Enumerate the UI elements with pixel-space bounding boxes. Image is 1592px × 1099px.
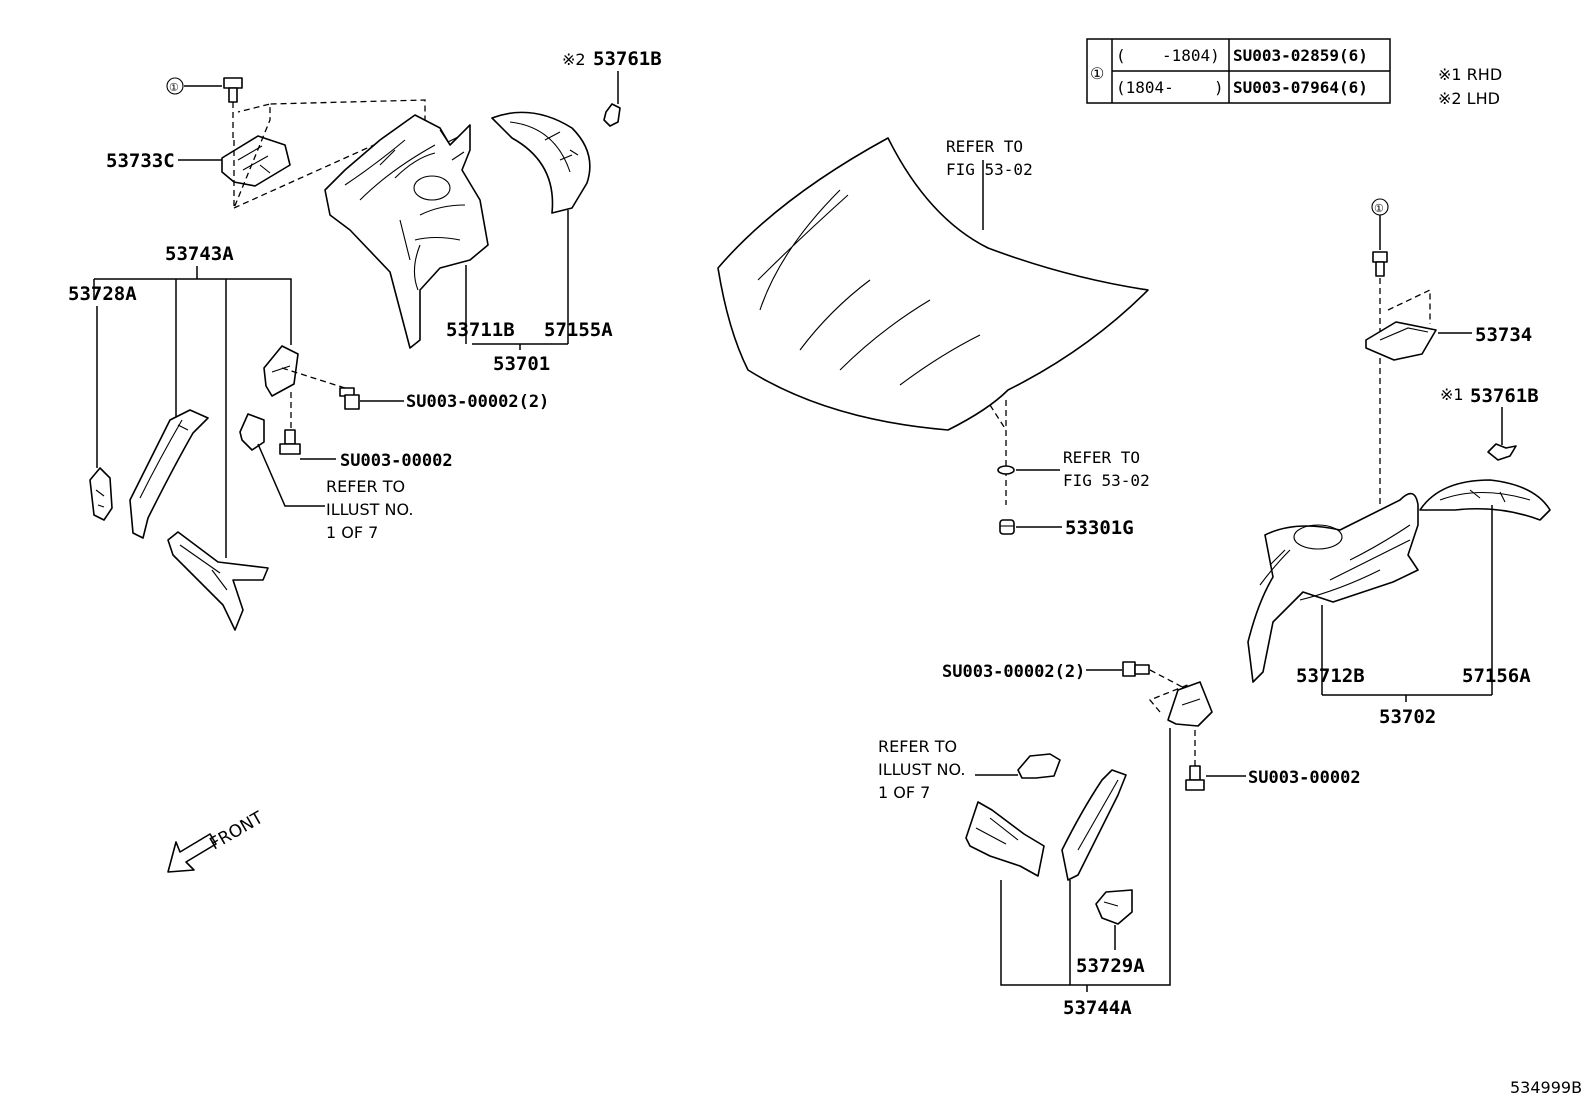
clip-53761b-r: [1487, 443, 1517, 461]
label-53734: 53734: [1475, 324, 1532, 346]
front-arrow-icon: [167, 833, 217, 873]
table-circle: ①: [1090, 64, 1104, 83]
seal-part: [997, 465, 1015, 475]
label-53711b: 53711B: [446, 319, 515, 341]
label-refer-illust-l2: ILLUST NO.: [326, 500, 413, 519]
legend-lhd: ※2 LHD: [1438, 89, 1500, 108]
table-range-2: ): [1214, 78, 1224, 97]
diagram-id: 534999B: [1510, 1078, 1582, 1097]
table-part-2: SU003-07964(6): [1233, 78, 1368, 97]
label-53701: 53701: [493, 353, 550, 375]
bracket-53734: [1365, 288, 1437, 361]
label-53733c: 53733C: [106, 150, 175, 172]
part-53729a: [1095, 889, 1133, 925]
label-53743a: 53743A: [165, 243, 234, 265]
fastener-table: ① ( -1804) SU003-02859(6) (1804- ) SU003…: [1086, 38, 1391, 104]
rail-part-low: [167, 531, 269, 631]
label-53729a: 53729A: [1076, 955, 1145, 977]
legend-rhd: ※1 RHD: [1438, 65, 1502, 84]
label-53712b: 53712B: [1296, 665, 1365, 687]
label-53702: 53702: [1379, 706, 1436, 728]
label-refer-fig-a2: FIG 53-02: [946, 160, 1033, 179]
cushion-53301g: [999, 519, 1015, 535]
label-53301g: 53301G: [1065, 517, 1134, 539]
label-53761b-top: 53761B: [593, 48, 662, 70]
label-refer-fig-b1: REFER TO: [1063, 448, 1140, 467]
bolt-icon: [1185, 765, 1205, 791]
apron-53712b: [1247, 492, 1419, 683]
apron-53711b: [324, 114, 489, 349]
label-53761b-r-mark: ※1: [1440, 385, 1464, 404]
bolt-icon: [1372, 251, 1388, 277]
table-part-1: SU003-02859(6): [1233, 46, 1368, 65]
fender-liner-57155a: [491, 111, 591, 214]
rail-part-mid: [129, 409, 209, 539]
table-range-1: -1804): [1162, 46, 1220, 65]
table-range-2-open: (1804-: [1116, 78, 1174, 97]
bracket-right-upper: [1167, 681, 1213, 727]
label-su-bolt-r1: SU003-00002: [1248, 768, 1361, 788]
label-refer-fig-b2: FIG 53-02: [1063, 471, 1150, 490]
bolt-icon: [223, 77, 243, 103]
bracket-upper: [263, 345, 299, 397]
clip-53761b-top: [603, 103, 621, 127]
table-range-1-open: (: [1116, 46, 1126, 65]
label-53761b-r: 53761B: [1470, 385, 1539, 407]
label-57155a: 57155A: [544, 319, 613, 341]
label-refer-illust-r1: REFER TO: [878, 737, 957, 756]
rail-part-r-a: [965, 801, 1045, 877]
fastener-circle-marker: [166, 77, 184, 95]
label-su-bolt-l1: SU003-00002: [340, 451, 453, 471]
rail-part-r-b: [1061, 769, 1127, 881]
bolt-icon: [279, 429, 301, 455]
hood-panel: [717, 137, 1149, 431]
label-front: FRONT: [207, 808, 268, 855]
fender-liner-57156a: [1419, 479, 1551, 521]
circle-marker-r: ①: [1374, 202, 1384, 215]
label-53761b-top-mark: ※2: [562, 50, 586, 69]
label-53728a: 53728A: [68, 283, 137, 305]
label-refer-fig-a1: REFER TO: [946, 137, 1023, 156]
part-53728a: [89, 467, 113, 521]
label-refer-illust-l3: 1 OF 7: [326, 523, 378, 542]
small-bracket-refer: [239, 413, 265, 451]
bolt-icon: [1122, 661, 1150, 677]
bracket-53733c: [221, 99, 426, 209]
label-su-bolt-r2: SU003-00002(2): [942, 662, 1085, 682]
bolt-icon: [339, 387, 360, 410]
label-53744a: 53744A: [1063, 997, 1132, 1019]
label-refer-illust-l1: REFER TO: [326, 477, 405, 496]
label-su-bolt-l2: SU003-00002(2): [406, 392, 549, 412]
small-bracket-refer-r: [1017, 753, 1061, 779]
label-refer-illust-r2: ILLUST NO.: [878, 760, 965, 779]
label-refer-illust-r3: 1 OF 7: [878, 783, 930, 802]
circle-marker-tl: ①: [169, 81, 179, 94]
label-57156a: 57156A: [1462, 665, 1531, 687]
